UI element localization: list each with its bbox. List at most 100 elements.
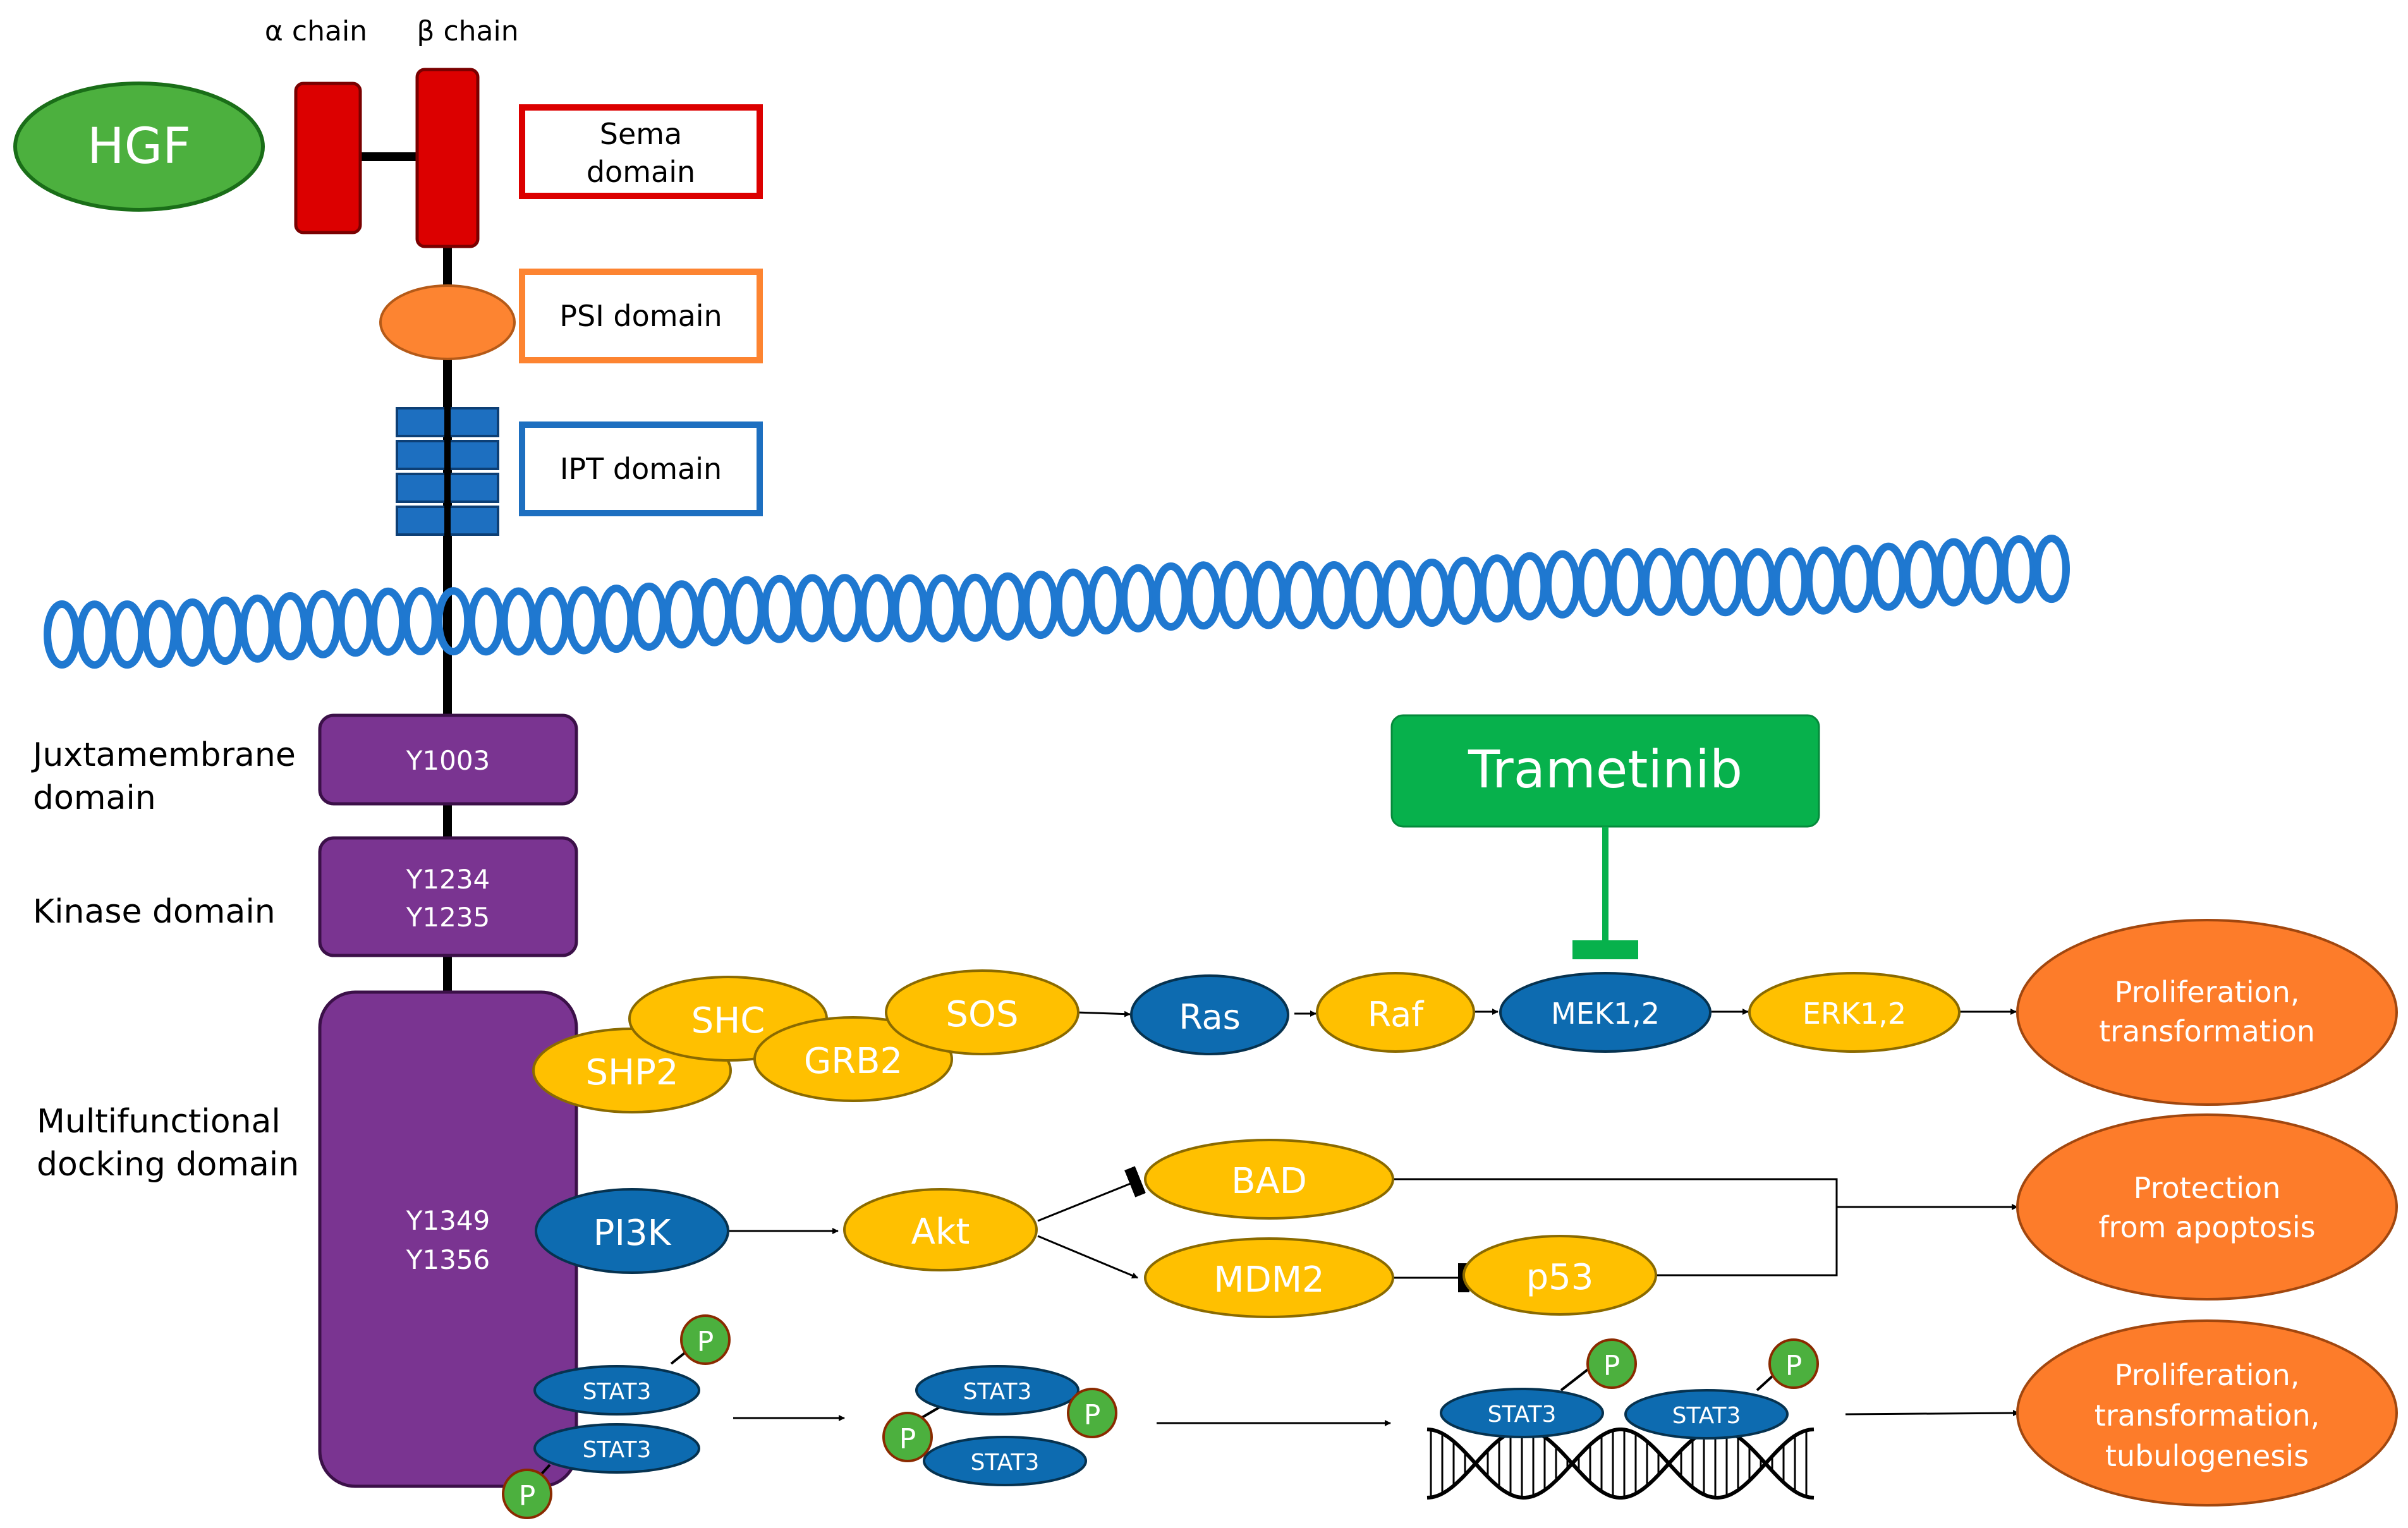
juxtamembrane-label-line2: domain xyxy=(33,779,156,817)
psi-domain: PSI domain xyxy=(379,269,763,363)
membrane-coil-loop xyxy=(1087,566,1124,634)
site-y1003: Y1003 xyxy=(406,745,490,776)
site-y1356: Y1356 xyxy=(406,1244,490,1275)
membrane-coil-loop xyxy=(1902,540,1940,609)
sema-domain-line2: domain xyxy=(587,155,695,189)
dna-strand-2 xyxy=(1426,1428,1815,1500)
pi3k-akt-pathway: PI3K Akt BAD MDM2 p53 Protection from ap… xyxy=(535,1113,2398,1318)
membrane-coil-loop xyxy=(924,574,961,643)
node-p53: p53 xyxy=(1526,1257,1594,1298)
membrane-coil-loop xyxy=(1576,549,1614,617)
membrane-coil-loop xyxy=(598,585,635,653)
membrane-coil-loop xyxy=(1022,571,1059,640)
membrane-coil-loop xyxy=(565,586,602,655)
membrane-coil-loop xyxy=(1837,545,1875,613)
site-y1349: Y1349 xyxy=(406,1205,490,1236)
membrane-coil-loop xyxy=(1380,560,1418,629)
membrane-coil-loop xyxy=(728,576,765,645)
membrane-coil-loop xyxy=(1120,564,1157,633)
trametinib-inhibitor: Trametinib xyxy=(1390,714,1820,959)
membrane-coil-loop xyxy=(1804,546,1842,615)
trametinib-label: Trametinib xyxy=(1468,740,1742,800)
membrane-coil-loop xyxy=(1674,547,1712,616)
membrane-coil-loop xyxy=(500,587,537,656)
node-bad: BAD xyxy=(1231,1161,1307,1202)
sema-domain-box: Sema domain xyxy=(519,104,763,199)
sema-chains: α chain β chain xyxy=(265,15,519,248)
membrane-coil-loop xyxy=(44,600,80,669)
membrane-coil-loop xyxy=(337,588,374,657)
site-y1234: Y1234 xyxy=(406,864,490,895)
cell-membrane xyxy=(44,535,2070,669)
membrane-coil-loop xyxy=(1478,554,1516,623)
node-pi3k: PI3K xyxy=(593,1213,672,1254)
stat3-pathway: STAT3 STAT3 P P STAT3 STAT3 P P STAT3 ST… xyxy=(502,1314,2398,1519)
ras-mapk-pathway: SHP2 SHC GRB2 SOS Ras Raf MEK1,2 ERK1,2 … xyxy=(532,919,2398,1113)
membrane-coil-loop xyxy=(663,580,700,649)
membrane-coil-loop xyxy=(533,587,570,655)
membrane-coil-loop xyxy=(1054,568,1092,637)
membrane-coil-loop xyxy=(1217,561,1255,629)
membrane-coil-loop xyxy=(239,594,276,663)
phospho-2: P xyxy=(519,1480,536,1512)
dna-helix xyxy=(1426,1427,1815,1500)
membrane-coil-loop xyxy=(1772,547,1809,616)
outcome-pi3k-line2: from apoptosis xyxy=(2098,1210,2315,1244)
membrane-coil-loop xyxy=(1641,547,1679,616)
dna-strand-1 xyxy=(1426,1427,1815,1500)
membrane-coil-loop xyxy=(2033,535,2070,603)
node-erk: ERK1,2 xyxy=(1803,997,1906,1031)
membrane-coil-loop xyxy=(1935,538,1973,607)
outcome-ras-line1: Proliferation, xyxy=(2115,975,2300,1009)
node-sos: SOS xyxy=(946,994,1018,1035)
docking-label-line1: Multifunctional xyxy=(37,1103,281,1141)
membrane-coil-loop xyxy=(1152,562,1189,631)
alpha-chain xyxy=(294,82,362,234)
stat3-dna-a: STAT3 xyxy=(1488,1402,1557,1428)
phospho-1: P xyxy=(697,1326,714,1358)
node-akt: Akt xyxy=(911,1211,970,1252)
membrane-coil-loop xyxy=(859,574,896,643)
membrane-coil-loop xyxy=(1446,556,1483,625)
membrane-coil-loop xyxy=(207,597,243,665)
membrane-coil-loop xyxy=(109,600,146,669)
alpha-chain-label: α chain xyxy=(265,15,367,47)
membrane-coil-loop xyxy=(891,574,928,643)
outcome-stat-line3: tubulogenesis xyxy=(2105,1439,2309,1473)
stat3-receptor-a: STAT3 xyxy=(583,1379,652,1405)
node-shp2: SHP2 xyxy=(585,1052,678,1093)
membrane-coil-loop xyxy=(1870,542,1907,611)
membrane-coil-loop xyxy=(2000,535,2038,603)
ipt-domain-label: IPT domain xyxy=(560,452,722,486)
membrane-coil-loop xyxy=(467,587,504,656)
kinase-domain-label: Kinase domain xyxy=(33,893,276,931)
membrane-coil-loop xyxy=(630,582,667,651)
membrane-coil-loop xyxy=(174,598,211,667)
membrane-coil-loop xyxy=(370,587,407,656)
outcome-stat-line1: Proliferation, xyxy=(2115,1358,2300,1392)
node-mdm2: MDM2 xyxy=(1213,1259,1324,1301)
node-raf: Raf xyxy=(1368,995,1425,1034)
phospho-5: P xyxy=(1603,1350,1621,1382)
membrane-coil-loop xyxy=(761,574,798,643)
kinase-domain: Y1234 Y1235 Kinase domain xyxy=(33,836,578,957)
membrane-coil-loop xyxy=(1967,536,2005,605)
beta-chain xyxy=(415,68,480,248)
ipt-domain: IPT domain xyxy=(396,404,763,537)
membrane-coil-loop xyxy=(1348,561,1385,629)
juxtamembrane-domain: Y1003 Juxtamembrane domain xyxy=(31,713,578,817)
hgf-ligand: HGF xyxy=(13,82,265,212)
membrane-coil-loop xyxy=(957,573,994,642)
membrane-coil-loop xyxy=(1250,561,1287,629)
membrane-coil-loop xyxy=(1283,561,1320,629)
membrane-coil-loop xyxy=(402,587,439,655)
docking-label-line2: docking domain xyxy=(37,1146,299,1184)
membrane-coil-loop xyxy=(1543,550,1581,619)
node-grb2: GRB2 xyxy=(804,1041,903,1082)
membrane-coil-loop xyxy=(794,574,830,643)
docking-domain: Y1349 Y1356 Multifunctional docking doma… xyxy=(37,990,578,1488)
stat3-dna-b: STAT3 xyxy=(1672,1403,1741,1429)
psi-domain-label: PSI domain xyxy=(559,299,722,333)
node-ras: Ras xyxy=(1179,997,1241,1037)
site-y1235: Y1235 xyxy=(406,902,490,933)
